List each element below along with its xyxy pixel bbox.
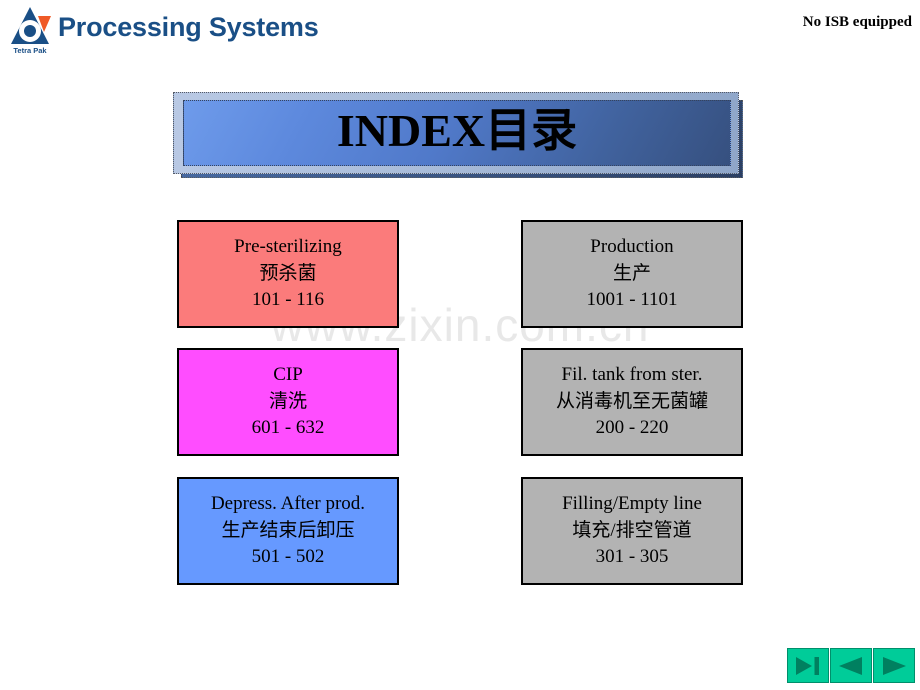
index-box-cip[interactable]: CIP 清洗 601 - 632 <box>177 348 399 456</box>
index-banner: INDEX目录 <box>173 92 745 180</box>
tetra-pak-logo: Tetra Pak <box>8 4 56 56</box>
index-box-fil-tank-from-ster[interactable]: Fil. tank from ster. 从消毒机至无菌罐 200 - 220 <box>521 348 743 456</box>
box-line-zh: 预杀菌 <box>259 262 317 284</box>
header-bar: Tetra Pak Processing Systems No ISB equi… <box>0 0 920 62</box>
page-title: Processing Systems <box>58 12 319 42</box>
box-line-range: 601 - 632 <box>251 417 325 439</box>
next-slide-button[interactable] <box>873 648 915 683</box>
box-line-zh: 清洗 <box>268 390 307 412</box>
box-line-en: Pre-sterilizing <box>234 235 342 257</box>
box-line-range: 101 - 116 <box>251 289 325 311</box>
index-title: INDEX目录 <box>336 105 578 156</box>
triangle-right-icon <box>883 656 906 675</box>
index-box-production[interactable]: Production 生产 1001 - 1101 <box>521 220 743 328</box>
box-line-en: Production <box>590 235 674 257</box>
box-line-en: Filling/Empty line <box>562 492 702 514</box>
play-bar-icon <box>796 656 819 675</box>
slide-navigation <box>787 648 915 683</box>
banner-face: INDEX目录 <box>183 100 731 166</box>
box-line-zh: 填充/排空管道 <box>572 519 692 541</box>
svg-text:Tetra Pak: Tetra Pak <box>13 46 47 55</box>
index-box-filling-empty-line[interactable]: Filling/Empty line 填充/排空管道 301 - 305 <box>521 477 743 585</box>
index-box-depress-after-prod[interactable]: Depress. After prod. 生产结束后卸压 501 - 502 <box>177 477 399 585</box>
previous-slide-button[interactable] <box>830 648 872 683</box>
index-box-pre-sterilizing[interactable]: Pre-sterilizing 预杀菌 101 - 116 <box>177 220 399 328</box>
play-to-end-button[interactable] <box>787 648 829 683</box>
box-line-en: CIP <box>273 363 303 385</box>
box-line-en: Depress. After prod. <box>210 492 366 514</box>
triangle-left-icon <box>839 656 862 675</box>
box-line-range: 301 - 305 <box>595 546 669 568</box>
box-line-en: Fil. tank from ster. <box>561 363 703 385</box>
box-line-zh: 生产 <box>612 262 651 284</box>
box-line-range: 501 - 502 <box>251 546 325 568</box>
header-note: No ISB equipped <box>802 14 912 30</box>
box-line-zh: 生产结束后卸压 <box>221 519 355 541</box>
box-line-range: 200 - 220 <box>595 417 669 439</box>
watermark-text: www.zixin.com.cn <box>270 299 650 351</box>
box-line-zh: 从消毒机至无菌罐 <box>555 390 708 412</box>
box-line-range: 1001 - 1101 <box>586 289 678 311</box>
